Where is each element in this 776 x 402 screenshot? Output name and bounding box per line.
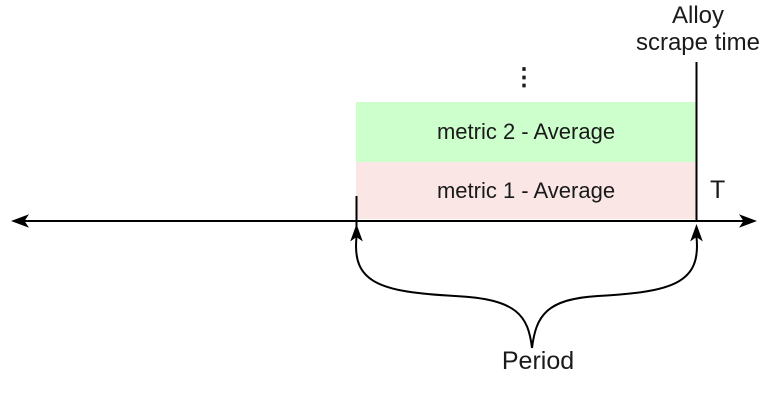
period-brace-arrow-right-icon bbox=[690, 224, 703, 242]
period-brace-left-curve bbox=[355, 236, 533, 349]
metric-1-average-bar: metric 1 - Average bbox=[356, 162, 696, 219]
period-label: Period bbox=[501, 347, 575, 375]
time-axis-arrow-right-icon bbox=[739, 214, 757, 228]
metric-2-average-label: metric 2 - Average bbox=[436, 119, 616, 144]
period-brace-right-curve bbox=[531, 236, 698, 349]
period-brace-arrow-left-icon bbox=[350, 224, 363, 242]
more-metrics-ellipsis-icon: ⋮ bbox=[512, 64, 536, 91]
metric-2-average-bar: metric 2 - Average bbox=[356, 102, 696, 162]
alloy-scrape-time-label: Alloy scrape time bbox=[635, 2, 761, 56]
time-axis-arrow-left-icon bbox=[11, 214, 29, 228]
metric-1-average-label: metric 1 - Average bbox=[436, 177, 616, 203]
time-axis-t-label: T bbox=[710, 176, 726, 204]
